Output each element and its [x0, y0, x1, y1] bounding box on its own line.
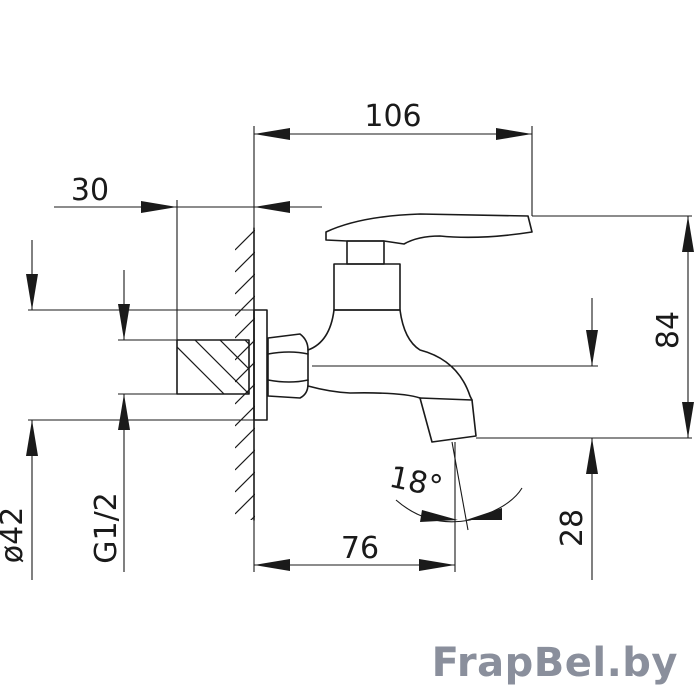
dim-76-label: 76: [341, 531, 379, 566]
hex-nut: [267, 333, 309, 399]
pipe-section: [28, 309, 254, 421]
dim-angle: 18°: [386, 441, 523, 531]
tap-body: [307, 213, 692, 443]
dim-106-label: 106: [364, 99, 421, 134]
dim-28-label: 28: [555, 509, 590, 547]
wall: [235, 227, 255, 521]
dim-diameter: ø42: [0, 240, 38, 580]
dim-30: 30: [54, 173, 322, 340]
dim-84: 84: [651, 216, 694, 438]
dim-84-label: 84: [651, 311, 686, 349]
dim-106: 106: [253, 99, 533, 228]
watermark-logo: FrapBel.by: [431, 640, 678, 686]
dim-thread-label: G1/2: [89, 492, 124, 564]
dim-76: 76: [253, 442, 456, 572]
flange: [253, 309, 268, 421]
dim-diameter-label: ø42: [0, 507, 30, 564]
dim-30-label: 30: [71, 173, 109, 208]
dim-angle-label: 18°: [386, 460, 445, 505]
dim-28: 28: [555, 298, 598, 580]
dim-thread: G1/2: [89, 270, 130, 572]
